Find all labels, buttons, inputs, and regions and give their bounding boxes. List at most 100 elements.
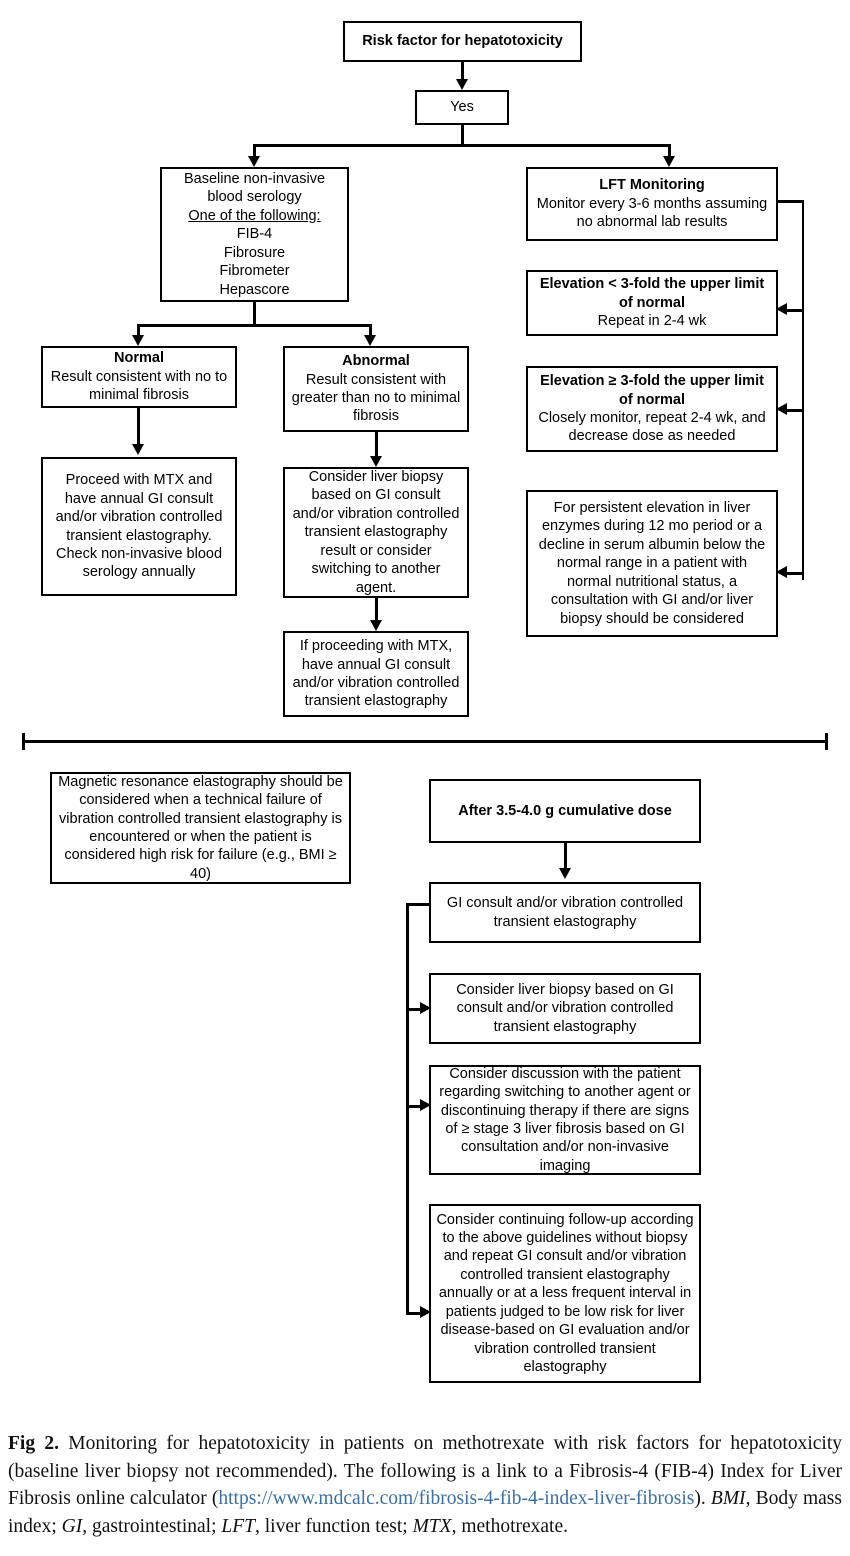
connector-bus-to-followup [406, 1312, 422, 1315]
node-baseline-item-fib4: FIB-4 [236, 226, 273, 243]
figure-caption: Fig 2. Monitoring for hepatotoxicity in … [8, 1430, 842, 1541]
node-yes-label: Yes [450, 99, 474, 116]
arrowhead-baseline-to-abnormal [363, 335, 376, 346]
node-abnormal-body: Result consistent with greater than no t… [291, 371, 461, 425]
arrowhead-yes-to-lft [662, 156, 675, 167]
section-divider-cap-left [22, 733, 25, 750]
node-persistent-elevation-body: For persistent elevation in liver enzyme… [538, 500, 766, 627]
arrowhead-bus-to-persistent [776, 565, 787, 578]
node-lft-monitoring-body: Monitor every 3-6 months assuming no abn… [536, 195, 768, 231]
caption-link[interactable]: https://www.mdcalc.com/fibrosis-4-fib-4-… [218, 1488, 695, 1510]
node-consider-followup-body: Consider continuing follow-up according … [436, 1211, 694, 1375]
connector-biopsy-to-if-proceeding [375, 598, 378, 622]
node-if-proceeding-with-mtx: If proceeding with MTX, have annual GI c… [283, 631, 469, 717]
node-yes: Yes [415, 90, 509, 125]
caption-text-part2: ). [694, 1488, 711, 1510]
node-mre-body: Magnetic resonance elastography should b… [58, 773, 343, 882]
node-consider-liver-biopsy-2: Consider liver biopsy based on GI consul… [429, 973, 701, 1044]
arrowhead-normal-to-proceed [132, 444, 144, 455]
node-proceed-with-mtx: Proceed with MTX and have annual GI cons… [41, 457, 237, 596]
caption-text-part1: Monitoring for hepatotoxicity in patient… [8, 1433, 842, 1510]
section-divider-cap-right [825, 733, 828, 750]
arrowhead-bus-to-discussion [420, 1098, 431, 1111]
node-persistent-elevation: For persistent elevation in liver enzyme… [526, 490, 778, 637]
connector-abnormal-to-biopsy [375, 432, 378, 458]
node-elevation-lt3-title: Elevation < 3-fold the upper limit of no… [539, 276, 765, 311]
arrowhead-yes-to-baseline [248, 156, 260, 167]
node-risk-factor: Risk factor for hepatotoxicity [343, 21, 582, 62]
connector-yes-right-drop [668, 144, 671, 160]
abbr-mtx: MTX [412, 1516, 452, 1538]
abbr-bmi-definition: , Body mass index; [8, 1488, 842, 1538]
node-consider-liver-biopsy: Consider liver biopsy based on GI consul… [283, 467, 469, 598]
node-risk-factor-title: Risk factor for hepatotoxicity [362, 33, 563, 50]
node-proceed-with-mtx-body: Proceed with MTX and have annual GI cons… [55, 472, 223, 581]
arrowhead-bus-to-biopsy2 [420, 1001, 431, 1014]
node-baseline-item-fibrometer: Fibrometer [219, 263, 290, 280]
abbr-lft: LFT [221, 1516, 255, 1538]
node-consider-liver-biopsy-2-body: Consider liver biopsy based on GI consul… [456, 981, 674, 1035]
node-baseline-item-hepascore: Hepascore [219, 281, 290, 298]
connector-baseline-bus [137, 324, 371, 327]
node-normal: Normal Result consistent with no to mini… [41, 346, 237, 408]
abbr-gi: GI [61, 1516, 83, 1538]
node-abnormal-title: Abnormal [342, 353, 410, 370]
abbr-gi-definition: , gastrointestinal; [82, 1516, 222, 1538]
abbr-lft-definition: , liver function test; [255, 1516, 413, 1538]
arrowhead-abnormal-to-biopsy [369, 456, 382, 467]
node-baseline-line2: blood serology [207, 189, 302, 206]
node-consider-discussion: Consider discussion with the patient reg… [429, 1065, 701, 1175]
connector-bus-to-elev-lt3 [787, 309, 804, 312]
connector-lft-out [778, 200, 804, 203]
connector-lft-bus-vertical [801, 200, 804, 580]
connector-yes-left-drop [253, 144, 256, 160]
node-elevation-lt3-body: Repeat in 2-4 wk [597, 313, 707, 330]
abbr-bmi: BMI [710, 1488, 746, 1510]
flowchart-canvas: Risk factor for hepatotoxicity Yes Basel… [22, 21, 828, 1383]
node-abnormal: Abnormal Result consistent with greater … [283, 346, 469, 432]
node-normal-body: Result consistent with no to minimal fib… [50, 368, 228, 404]
connector-yes-down [461, 125, 464, 146]
connector-dose-to-gi-consult [564, 843, 567, 870]
abbr-mtx-definition: , methotrexate. [451, 1516, 569, 1538]
arrowhead-baseline-to-normal [132, 335, 144, 346]
arrowhead-dose-to-gi-consult [558, 868, 571, 879]
connector-risk-to-yes [461, 62, 464, 85]
node-baseline-one-of-following: One of the following: [188, 207, 321, 224]
section-divider-line [22, 740, 828, 743]
connector-normal-to-proceed [137, 408, 140, 446]
node-cumulative-dose-title: After 3.5-4.0 g cumulative dose [458, 802, 672, 819]
arrowhead-biopsy-to-if-proceeding [369, 620, 382, 631]
connector-baseline-down [253, 302, 256, 326]
node-elevation-ge-3fold: Elevation ≥ 3-fold the upper limit of no… [526, 366, 778, 452]
arrowhead-risk-to-yes [455, 79, 468, 90]
node-elevation-less-than-3fold: Elevation < 3-fold the upper limit of no… [526, 270, 778, 336]
node-lft-monitoring: LFT Monitoring Monitor every 3-6 months … [526, 167, 778, 241]
node-consider-discussion-body: Consider discussion with the patient reg… [439, 1065, 691, 1174]
node-gi-consult-body: GI consult and/or vibration controlled t… [446, 895, 684, 930]
node-normal-title: Normal [114, 350, 164, 367]
arrowhead-bus-to-elev-ge3 [776, 402, 787, 415]
node-lft-monitoring-title: LFT Monitoring [599, 177, 705, 194]
node-gi-consult-vcte: GI consult and/or vibration controlled t… [429, 882, 701, 943]
connector-bottom-bus-vertical [406, 903, 409, 1312]
node-consider-liver-biopsy-body: Consider liver biopsy based on GI consul… [292, 469, 460, 596]
connector-baseline-right-drop [369, 324, 372, 339]
node-consider-followup: Consider continuing follow-up according … [429, 1204, 701, 1383]
connector-gi-consult-out [406, 903, 431, 906]
node-elevation-ge3-title: Elevation ≥ 3-fold the upper limit of no… [540, 373, 764, 408]
arrowhead-bus-to-elev-lt3 [776, 302, 787, 315]
connector-bus-to-persistent [787, 572, 804, 575]
node-if-proceeding-body: If proceeding with MTX, have annual GI c… [292, 638, 460, 710]
node-elevation-ge3-body: Closely monitor, repeat 2-4 wk, and decr… [538, 410, 766, 445]
figure-number: Fig 2. [8, 1433, 59, 1454]
node-magnetic-resonance-elastography: Magnetic resonance elastography should b… [50, 772, 351, 884]
connector-bus-to-elev-ge3 [787, 409, 804, 412]
arrowhead-bus-to-followup [420, 1305, 431, 1318]
node-cumulative-dose: After 3.5-4.0 g cumulative dose [429, 779, 701, 843]
connector-bus-to-biopsy2 [406, 1008, 422, 1011]
connector-baseline-left-drop [137, 324, 140, 339]
connector-yes-bus [253, 144, 670, 147]
connector-bus-to-discussion [406, 1105, 422, 1108]
node-baseline-line1: Baseline non-invasive [183, 171, 326, 188]
